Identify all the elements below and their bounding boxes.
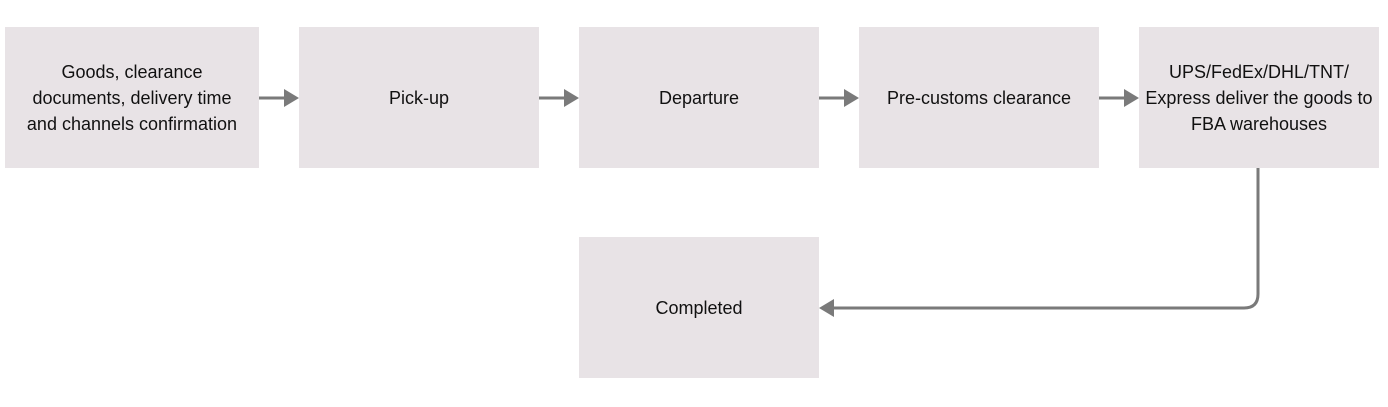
- node-departure-label: Departure: [658, 87, 740, 108]
- arrow-express-to-completed: [830, 166, 1260, 310]
- node-completed-label: Completed: [655, 297, 743, 318]
- arrowhead-departure: [564, 89, 579, 107]
- arrowhead-completed: [819, 299, 834, 317]
- node-goods-confirmation-label: Goods, clearance documents, delivery tim…: [26, 61, 238, 134]
- arrowhead-express: [1124, 89, 1139, 107]
- node-pick-up-label: Pick-up: [388, 87, 450, 108]
- node-completed: Completed: [579, 237, 819, 378]
- node-pre-customs-clearance-label: Pre-customs clearance: [886, 87, 1072, 108]
- arrowhead-pickup: [284, 89, 299, 107]
- node-departure: Departure: [579, 27, 819, 168]
- node-express-delivery: UPS/FedEx/DHL/TNT/ Express deliver the g…: [1139, 27, 1379, 168]
- node-express-delivery-label: UPS/FedEx/DHL/TNT/ Express deliver the g…: [1145, 61, 1373, 134]
- node-pre-customs-clearance: Pre-customs clearance: [859, 27, 1099, 168]
- arrowhead-precustoms: [844, 89, 859, 107]
- node-goods-confirmation: Goods, clearance documents, delivery tim…: [5, 27, 259, 168]
- node-pick-up: Pick-up: [299, 27, 539, 168]
